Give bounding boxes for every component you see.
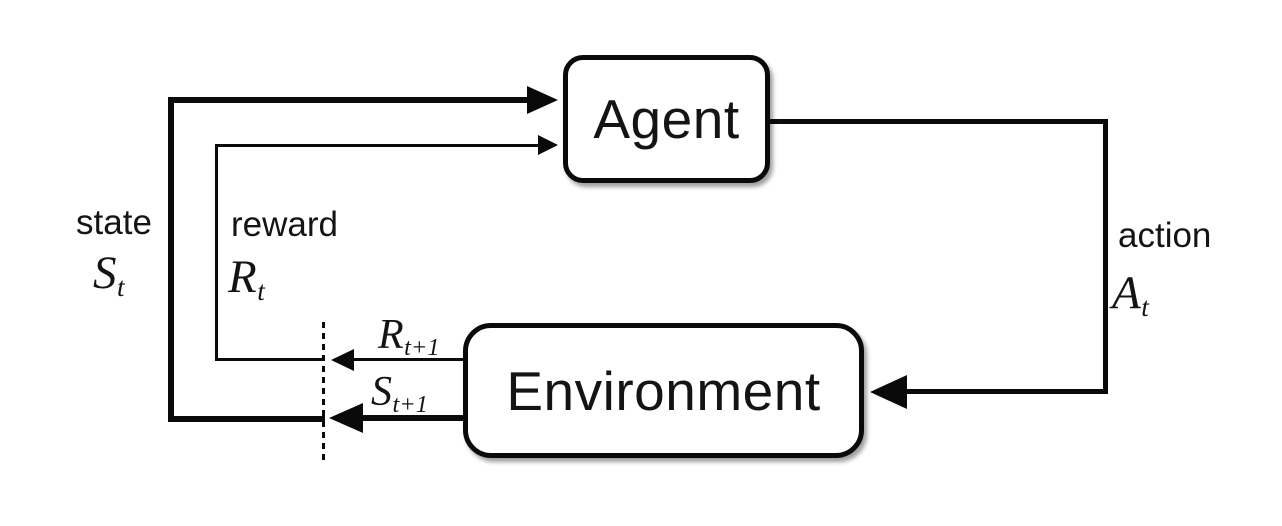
action-word-label: action	[1118, 216, 1212, 255]
next-state-symbol-subscript: t+1	[392, 390, 428, 418]
next-reward-arrow-line	[349, 358, 465, 361]
next-state-symbol-base: S	[371, 369, 392, 415]
action-symbol: At	[1112, 267, 1149, 321]
reward-word-label: reward	[231, 205, 338, 244]
reward-line-bottom	[215, 358, 325, 361]
environment-node: Environment	[463, 323, 864, 458]
reward-symbol-subscript: t	[257, 275, 265, 306]
next-reward-symbol-subscript: t+1	[404, 333, 440, 361]
reward-symbol: Rt	[228, 251, 265, 305]
next-state-arrow-line	[358, 415, 465, 421]
state-word-label: state	[76, 203, 152, 242]
action-symbol-base: A	[1112, 267, 1141, 319]
reward-symbol-base: R	[228, 251, 257, 303]
action-line-vertical	[1103, 119, 1108, 393]
action-arrowhead-into-environment	[867, 375, 907, 409]
action-line-bottom	[903, 389, 1108, 394]
next-state-arrowhead	[326, 403, 363, 433]
action-symbol-subscript: t	[1141, 291, 1149, 322]
next-state-symbol: St+1	[371, 369, 428, 416]
reward-line-vertical	[215, 144, 218, 361]
next-reward-symbol-base: R	[378, 312, 404, 358]
state-symbol: St	[93, 247, 125, 301]
agent-node-label: Agent	[593, 88, 740, 150]
state-arrowhead-into-agent	[527, 86, 561, 114]
next-reward-arrowhead	[328, 349, 354, 371]
timestep-boundary-dashed-line	[322, 322, 325, 462]
action-line-top	[768, 119, 1108, 124]
reward-arrowhead-into-agent	[538, 135, 561, 155]
next-reward-symbol: Rt+1	[378, 312, 440, 359]
agent-node: Agent	[563, 55, 770, 183]
environment-node-label: Environment	[506, 359, 821, 422]
state-line-vertical	[168, 97, 174, 422]
state-line-bottom	[168, 416, 325, 422]
state-symbol-subscript: t	[117, 271, 125, 302]
reward-line-top	[215, 144, 538, 147]
state-line-top	[168, 97, 528, 103]
state-symbol-base: S	[93, 247, 117, 299]
